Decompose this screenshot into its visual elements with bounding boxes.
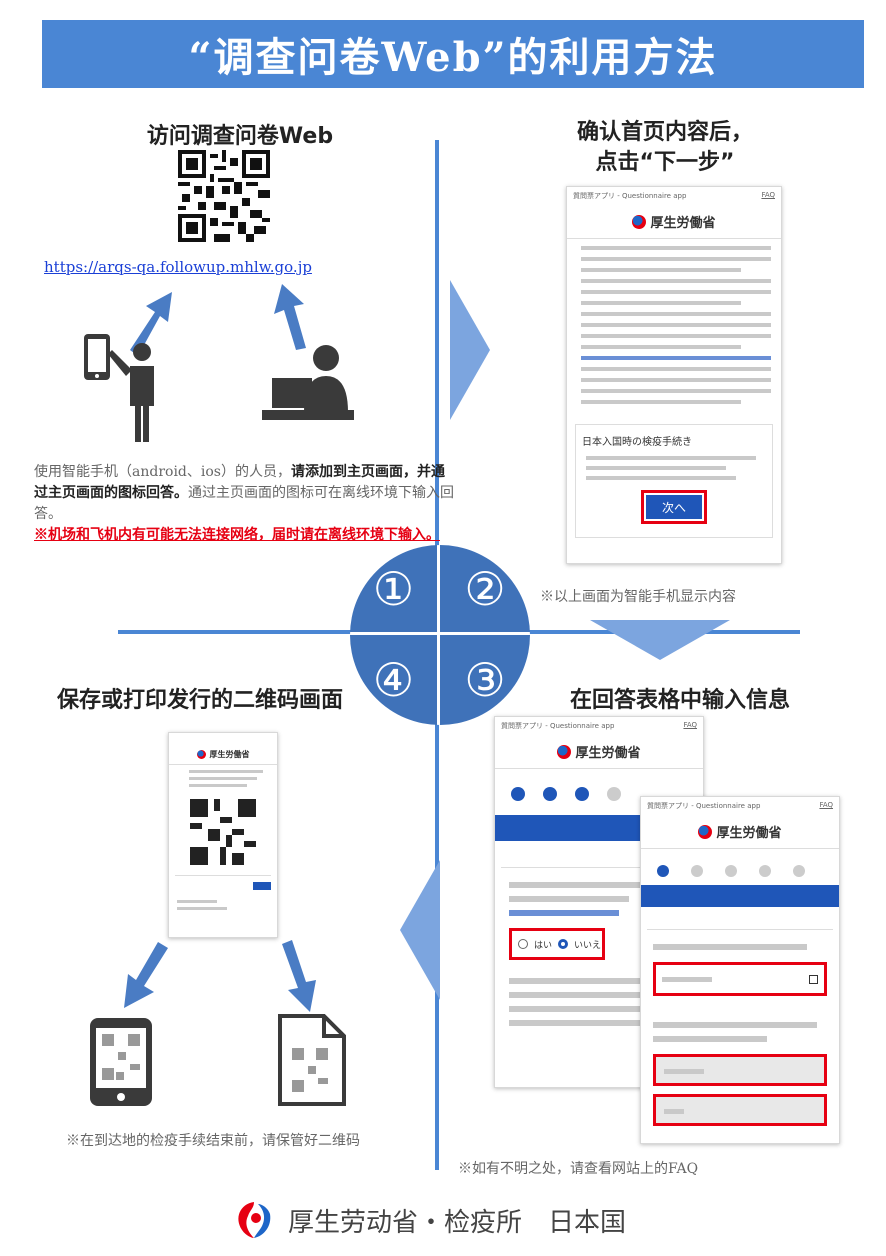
date-input-highlight <box>653 962 827 996</box>
ministry-logo: 厚生労働省 <box>169 745 277 765</box>
app-title: 質問票アプリ - Questionnaire app <box>647 802 761 810</box>
arrow-up-left-icon <box>274 284 306 350</box>
step-3-quadrant: ③ <box>440 635 530 725</box>
app-title: 質問票アプリ - Questionnaire app <box>501 722 615 730</box>
step-2-quadrant: ② <box>440 545 530 635</box>
arrow-down-icon <box>590 620 730 660</box>
step-2-note: ※以上画面为智能手机显示内容 <box>540 589 736 605</box>
step-3-heading: 在回答表格中输入信息 <box>569 688 790 713</box>
step-2-heading: 确认首页内容后， 点击“下一步” <box>540 118 790 178</box>
arrow-down-left-icon <box>124 942 168 1008</box>
form-section-bar <box>641 885 839 907</box>
app-title: 質問票アプリ - Questionnaire app <box>573 192 687 200</box>
quarantine-card: 日本入国時の検疫手続き 次へ <box>575 424 773 538</box>
ministry-logo-icon <box>698 824 713 839</box>
airline-input-highlight[interactable] <box>653 1054 827 1086</box>
footer-text: 厚生劳动省・检疫所 日本国 <box>288 1207 627 1238</box>
step-1-number: ① <box>372 561 415 616</box>
step-3-note: ※如有不明之处，请查看网站上的FAQ <box>458 1161 699 1177</box>
flight-input-highlight[interactable] <box>653 1094 827 1126</box>
ministry-logo-icon <box>632 214 647 229</box>
step-2-heading-line1: 确认首页内容后， <box>576 120 753 145</box>
step-1-description: 使用智能手机（android、ios）的人员，请添加到主页画面，并通过主页画面的… <box>34 462 454 525</box>
arrow-right-icon <box>450 280 490 420</box>
step-1-heading: 访问调查问卷Web <box>146 124 334 149</box>
smartphone-qr-icon <box>90 1018 152 1106</box>
download-arrows <box>124 940 316 1012</box>
ministry-logo-icon <box>196 750 206 759</box>
questionnaire-link[interactable]: https://arqs-qa.followup.mhlw.go.jp <box>44 258 312 276</box>
step-2-number: ② <box>464 561 506 616</box>
radio-no-label: いいえ <box>574 940 602 951</box>
quarantine-section-title: 日本入国時の検疫手続き <box>582 437 692 448</box>
progress-steps <box>641 849 839 885</box>
arrow-up-right-icon <box>130 292 172 356</box>
home-screen-mockup: 質問票アプリ - Questionnaire app FAQ 厚生労働省 日本入… <box>566 186 782 564</box>
qr-screen-mockup: 厚生労働省 <box>168 732 278 938</box>
step-4-heading: 保存或打印发行的二维码画面 <box>56 688 343 713</box>
ministry-logo-icon <box>557 744 572 759</box>
ministry-emblem-icon <box>238 1202 271 1238</box>
step-circle: ① ② ④ ③ <box>350 545 530 725</box>
document-qr-icon <box>278 1014 346 1106</box>
calendar-icon[interactable] <box>809 974 818 984</box>
faq-link[interactable]: FAQ <box>819 801 833 809</box>
ministry-name: 厚生労働省 <box>716 826 782 841</box>
ministry-logo: 厚生労働省 <box>495 735 703 769</box>
progress-steps <box>495 769 703 809</box>
ministry-logo: 厚生労働省 <box>567 205 781 239</box>
ministry-name: 厚生労働省 <box>209 750 250 759</box>
desc-bold: 请添加到主页画面，并通过主页画面的图标回答。 <box>34 464 445 501</box>
app-header: 質問票アプリ - Questionnaire app FAQ <box>495 717 703 735</box>
qr-code-icon[interactable] <box>178 150 270 242</box>
step-2-heading-line2: 点击“下一步” <box>595 150 735 175</box>
step-1-quadrant: ① <box>350 545 440 635</box>
ministry-logo: 厚生労働省 <box>641 815 839 849</box>
step-4-number: ④ <box>372 653 415 707</box>
pointer-arrows <box>130 284 306 356</box>
arrow-left-icon <box>400 860 440 1000</box>
step-3-number: ③ <box>464 653 506 707</box>
step-4-quadrant: ④ <box>350 635 440 725</box>
app-header <box>169 733 277 745</box>
faq-link[interactable]: FAQ <box>683 721 697 729</box>
radio-group-highlight: はい いいえ <box>509 928 605 960</box>
ministry-name: 厚生労働省 <box>575 746 641 761</box>
app-header: 質問票アプリ - Questionnaire app FAQ <box>641 797 839 815</box>
arrow-down-right-icon <box>282 940 316 1012</box>
page-title: “调查问卷Web”的利用方法 <box>188 34 718 81</box>
arrival-question <box>647 929 833 1134</box>
desc-prefix: 使用智能手机（android、ios）的人员， <box>34 464 291 480</box>
ministry-name: 厚生労働省 <box>650 216 716 231</box>
radio-no[interactable] <box>558 939 569 949</box>
network-warning: ※机场和飞机内有可能无法连接网络，届时请在离线环境下输入。 <box>34 527 440 543</box>
person-laptop-icon <box>262 345 354 420</box>
next-button[interactable]: 次へ <box>646 495 702 519</box>
result-qr-code-icon <box>190 799 256 865</box>
travel-question: はい いいえ <box>501 867 697 1036</box>
desc-suffix: 通过主页画面的图标可在离线环境下输入回答。 <box>34 485 454 522</box>
footer: 厚生劳动省・检疫所 日本国 <box>230 1196 626 1244</box>
title-banner: “调查问卷Web”的利用方法 <box>42 20 864 88</box>
form-mockup-front: 質問票アプリ - Questionnaire app FAQ 厚生労働省 <box>640 796 840 1144</box>
radio-yes-label: はい <box>534 940 553 951</box>
app-header: 質問票アプリ - Questionnaire app FAQ <box>567 187 781 205</box>
step-4-note: ※在到达地的检疫手续结束前，请保管好二维码 <box>66 1133 360 1149</box>
radio-yes[interactable] <box>518 939 528 949</box>
faq-link[interactable]: FAQ <box>761 191 775 199</box>
next-button-highlight: 次へ <box>641 490 707 524</box>
person-smartphone-icon <box>84 334 154 442</box>
print-button[interactable] <box>253 882 271 890</box>
